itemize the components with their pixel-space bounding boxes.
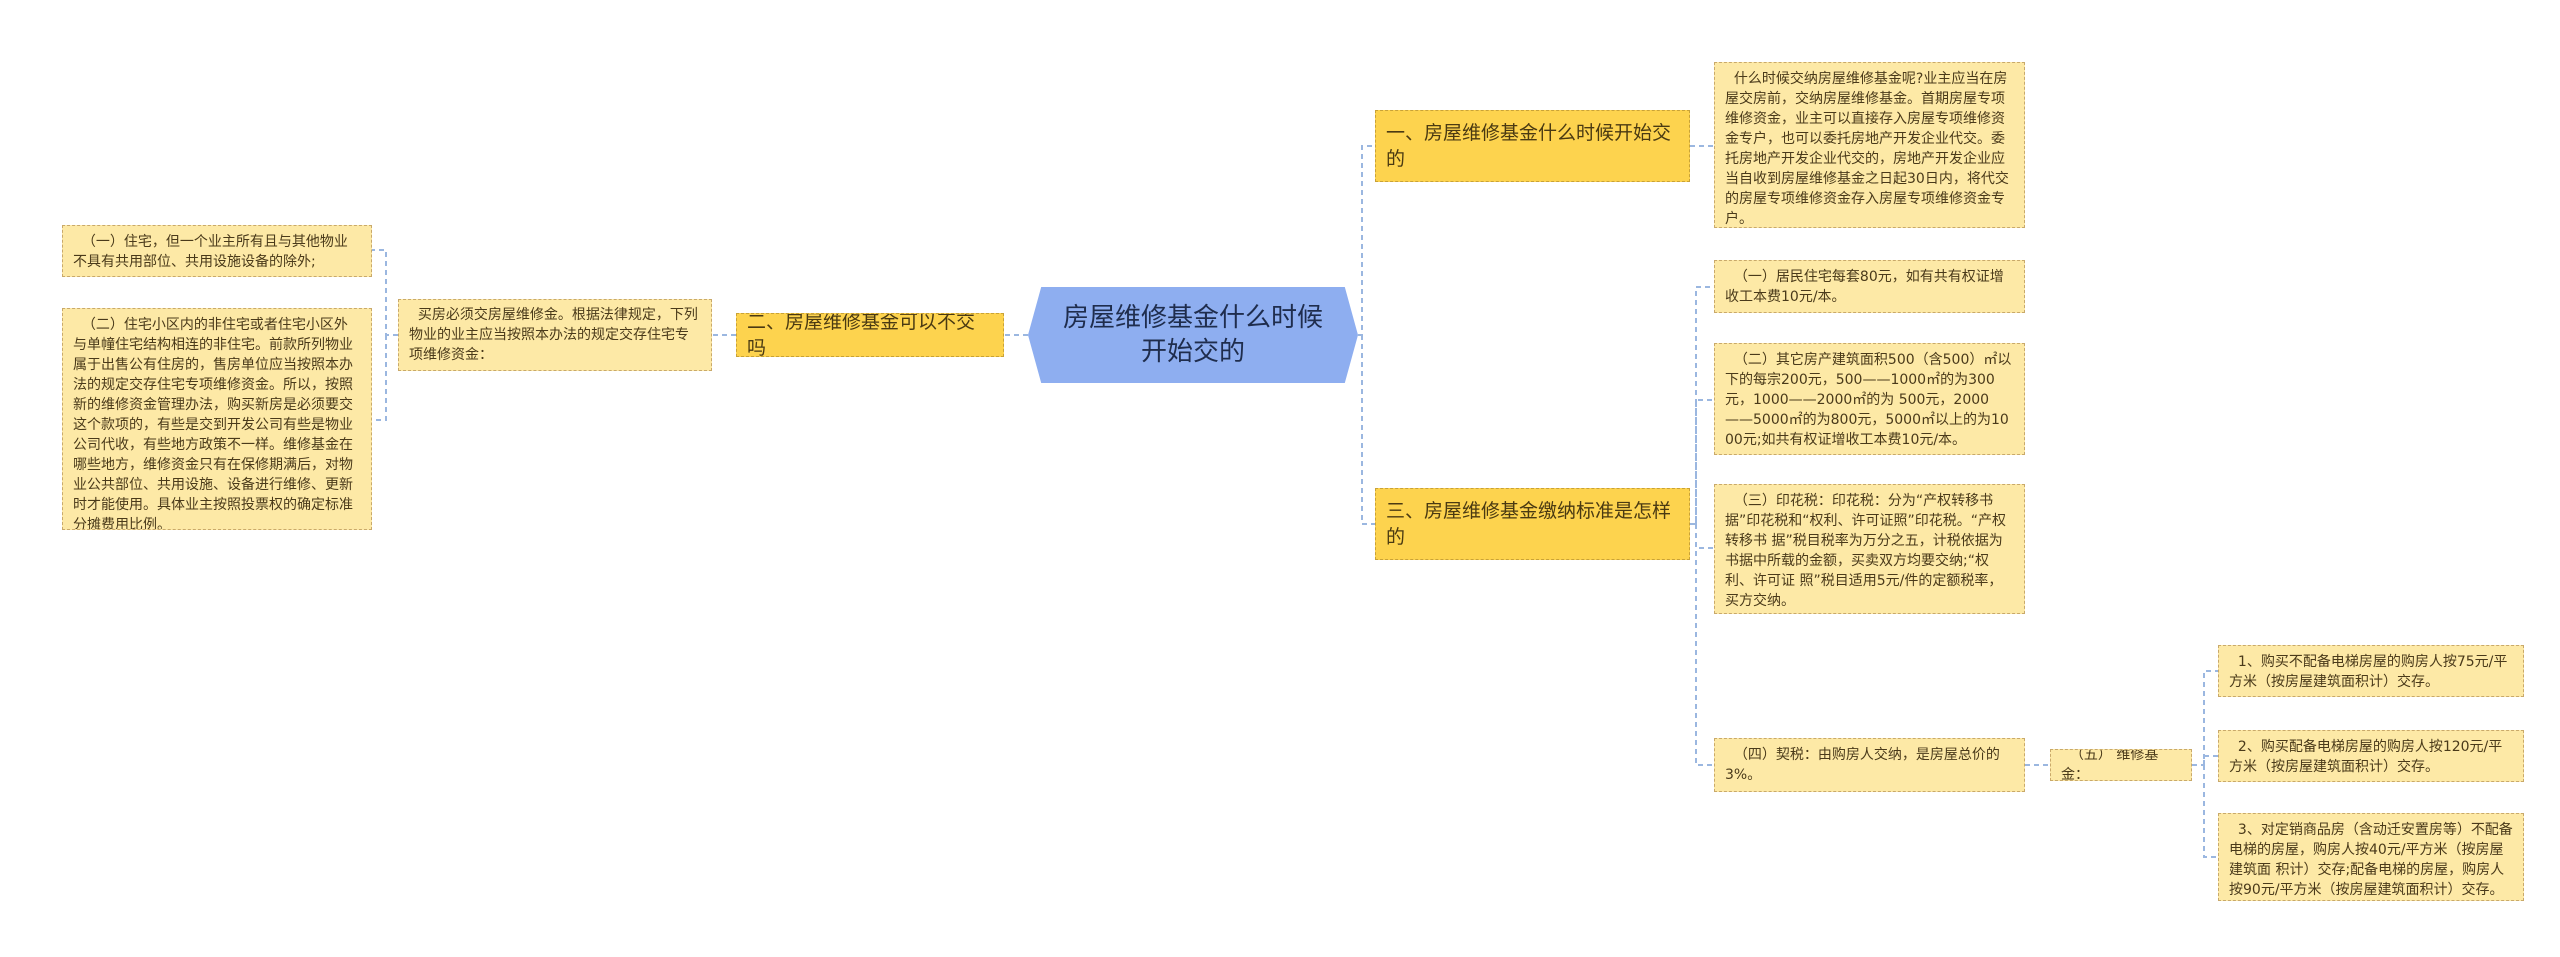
branch-when-to-pay[interactable]: 一、房屋维修基金什么时候开始交的 (1375, 110, 1690, 182)
leaf-when-to-pay-detail[interactable]: 什么时候交纳房屋维修基金呢?业主应当在房屋交房前，交纳房屋维修基金。首期房屋专项… (1714, 62, 2025, 228)
leaf-standard-1[interactable]: （一）居民住宅每套80元，如有共有权证增收工本费10元/本。 (1714, 260, 2025, 313)
leaf-maintenance-fund[interactable]: （五） 维修基金： (2050, 749, 2192, 781)
connector-b3-leaves (1690, 286, 1714, 766)
leaf-fund-elevator[interactable]: 2、购买配备电梯房屋的购房人按120元/平方米（按房屋建筑面积计）交存。 (2218, 730, 2524, 782)
leaf-non-residential[interactable]: （二）住宅小区内的非住宅或者住宅小区外与单幢住宅结构相连的非住宅。前款所列物业属… (62, 308, 372, 530)
connector-root-right (1358, 145, 1375, 525)
root-topic[interactable]: 房屋维修基金什么时候开始交的 (1028, 287, 1358, 383)
connector-mid-leaves (372, 249, 398, 421)
branch-payment-standard[interactable]: 三、房屋维修基金缴纳标准是怎样的 (1375, 488, 1690, 560)
leaf-residential[interactable]: （一）住宅，但一个业主所有且与其他物业不具有共用部位、共用设施设备的除外; (62, 225, 372, 277)
leaf-fund-resettlement[interactable]: 3、对定销商品房（含动迁安置房等）不配备电梯的房屋，购房人按40元/平方米（按房… (2218, 813, 2524, 901)
leaf-deed-tax[interactable]: （四）契税：由购房人交纳，是房屋总价的3%。 (1714, 738, 2025, 792)
branch-can-skip-payment[interactable]: 二、房屋维修基金可以不交吗 (736, 313, 1004, 357)
leaf-must-pay[interactable]: 买房必须交房屋维修金。根据法律规定，下列物业的业主应当按照本办法的规定交存住宅专… (398, 299, 712, 371)
leaf-standard-2[interactable]: （二）其它房产建筑面积500（含500）㎡以下的每宗200元，500——1000… (1714, 343, 2025, 455)
leaf-stamp-tax[interactable]: （三）印花税：印花税：分为“产权转移书据”印花税和“权利、许可证照”印花税。“产… (1714, 484, 2025, 614)
connector-submid-subs (2192, 670, 2218, 858)
leaf-fund-no-elevator[interactable]: 1、购买不配备电梯房屋的购房人按75元/平方米（按房屋建筑面积计）交存。 (2218, 645, 2524, 697)
